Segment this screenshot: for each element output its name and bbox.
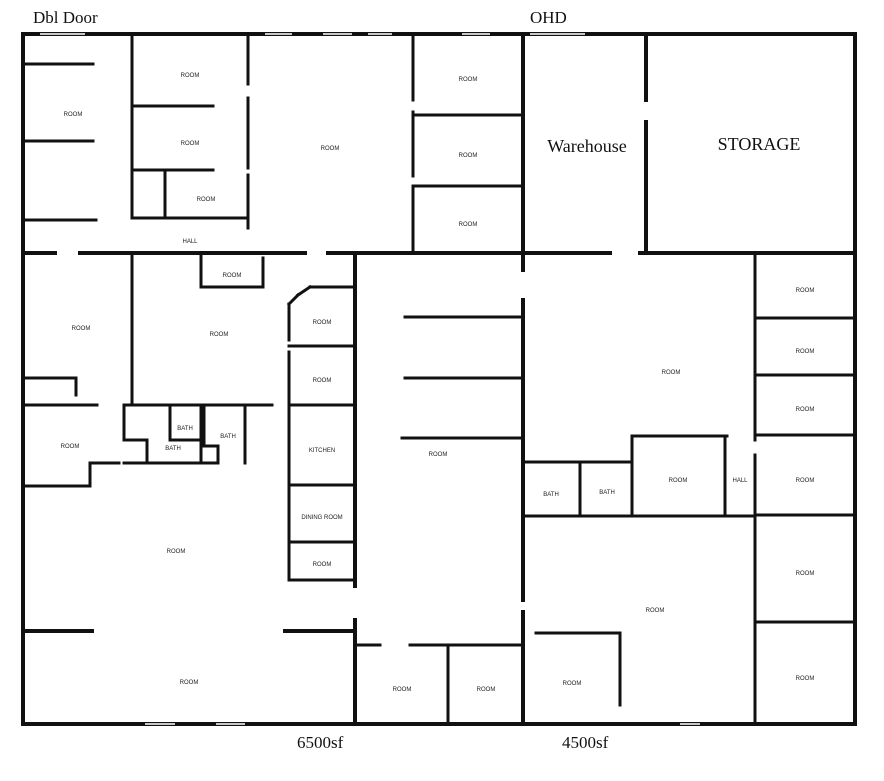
label-room: ROOM <box>669 478 688 484</box>
label-bath: BATH <box>177 426 193 432</box>
label-room: ROOM <box>429 452 448 458</box>
label-room: ROOM <box>181 141 200 147</box>
label-room: ROOM <box>459 153 478 159</box>
label-warehouse: Warehouse <box>547 136 627 156</box>
dbl-door-label: Dbl Door <box>33 8 98 27</box>
windows <box>40 33 700 725</box>
label-room: ROOM <box>459 222 478 228</box>
label-storage: STORAGE <box>718 134 801 154</box>
label-bath: BATH <box>543 492 559 498</box>
label-room: ROOM <box>796 349 815 355</box>
label-room: ROOM <box>796 288 815 294</box>
label-bath: BATH <box>220 434 236 440</box>
area-4500-label: 4500sf <box>562 733 609 752</box>
label-kitchen: KITCHEN <box>309 448 335 454</box>
label-room: ROOM <box>313 562 332 568</box>
area-6500-label: 6500sf <box>297 733 344 752</box>
label-hall: HALL <box>732 478 748 484</box>
label-hall: HALL <box>182 239 198 245</box>
label-room: ROOM <box>167 549 186 555</box>
label-room: ROOM <box>459 77 478 83</box>
label-room: ROOM <box>393 687 412 693</box>
ohd-label: OHD <box>530 8 567 27</box>
label-room: ROOM <box>61 444 80 450</box>
label-room: ROOM <box>313 378 332 384</box>
label-dining-room: DINING ROOM <box>301 515 342 521</box>
label-room: ROOM <box>181 73 200 79</box>
label-room: ROOM <box>563 681 582 687</box>
label-room: ROOM <box>180 680 199 686</box>
interior-walls <box>21 32 857 726</box>
label-bath: BATH <box>165 446 181 452</box>
label-bath: BATH <box>599 490 615 496</box>
label-room: ROOM <box>796 571 815 577</box>
label-room: ROOM <box>64 112 83 118</box>
room-labels: ROOM ROOM ROOM ROOM HALL ROOM ROOM ROOM … <box>61 73 815 693</box>
label-room: ROOM <box>210 332 229 338</box>
label-room: ROOM <box>796 478 815 484</box>
label-room: ROOM <box>223 273 242 279</box>
label-room: ROOM <box>321 146 340 152</box>
label-room: ROOM <box>796 407 815 413</box>
label-room: ROOM <box>646 608 665 614</box>
label-room: ROOM <box>313 320 332 326</box>
label-room: ROOM <box>477 687 496 693</box>
annotations: Dbl Door OHD 6500sf 4500sf <box>33 8 609 752</box>
label-room: ROOM <box>796 676 815 682</box>
label-room: ROOM <box>197 197 216 203</box>
label-room: ROOM <box>662 370 681 376</box>
label-room: ROOM <box>72 326 91 332</box>
